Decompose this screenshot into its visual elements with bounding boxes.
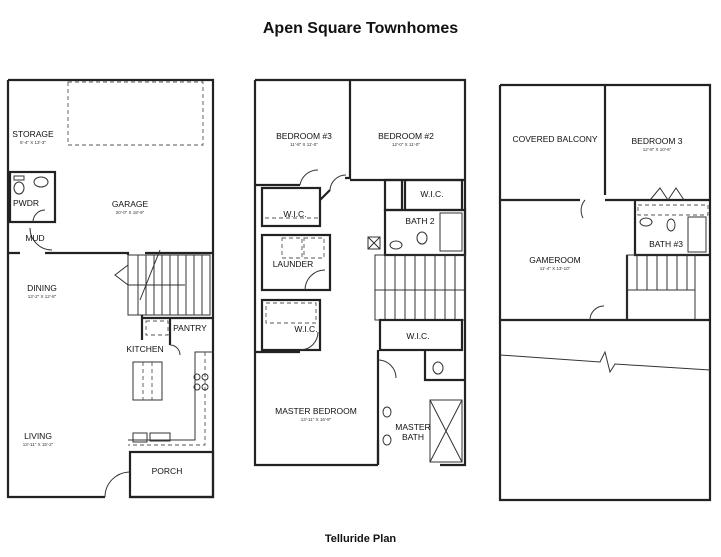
door-swing — [169, 344, 181, 356]
room-label-kitchen: KITCHEN — [126, 344, 163, 354]
room-label-pwdr: PWDR — [13, 198, 39, 208]
room-dim-master-bedroom: 13'-11" X 16'-8" — [301, 417, 332, 422]
room-dim-bedroom-2: 12'-0" X 11'-0" — [392, 142, 420, 147]
bathtub-icon — [687, 216, 707, 253]
room-dim-bedroom-3: 11'-8" X 11'-0" — [290, 142, 318, 147]
room-dim-garage: 20'-0" X 18'-9" — [116, 210, 145, 215]
dishwasher-icon — [132, 432, 148, 443]
room-label-gameroom: GAMEROOM — [529, 255, 580, 265]
shower-icon — [429, 399, 463, 463]
staircase — [626, 254, 696, 321]
room-dim-storage: 5'-4" X 13'-3" — [20, 140, 46, 145]
cooktop-icon — [193, 373, 209, 391]
sink-icon — [382, 406, 392, 418]
kitchen-counter — [128, 351, 213, 441]
room-label-bedroom-3: BEDROOM 3 — [631, 136, 682, 146]
door-swing — [29, 227, 53, 251]
room-label-master-bath: MASTER — [395, 422, 430, 432]
toilet-icon — [666, 218, 676, 232]
pantry-walls — [140, 315, 213, 345]
room-label-wic: W.I.C. — [406, 331, 429, 341]
room-dim-bedroom-3: 12'-8" X 10'-6" — [643, 147, 672, 152]
room-label-bedroom-2: BEDROOM #2 — [378, 131, 434, 141]
garage-door — [67, 81, 204, 146]
bifold-door — [649, 187, 685, 201]
room-label-storage: STORAGE — [12, 129, 54, 139]
wic-left — [260, 186, 322, 228]
room-label-wic: W.I.C. — [420, 189, 443, 199]
room-label-garage: GARAGE — [112, 199, 149, 209]
master-bath-walls — [376, 350, 465, 465]
master-wic — [260, 298, 322, 352]
bathtub-icon — [439, 212, 463, 252]
sink-icon — [639, 217, 653, 227]
room-label-wic: W.I.C. — [294, 324, 317, 334]
door-swing — [299, 169, 347, 191]
first-floor-plan — [6, 78, 215, 499]
room-label-bath-2: BATH 2 — [405, 216, 434, 226]
room-label-bedroom-3: BEDROOM #3 — [276, 131, 332, 141]
room-label-master-bedroom: MASTER BEDROOM — [275, 406, 357, 416]
dryer — [303, 237, 325, 259]
sink-icon — [382, 434, 392, 446]
staircase — [374, 254, 466, 321]
staircase — [114, 249, 211, 316]
toilet-tank-icon — [13, 175, 25, 181]
door-swing — [377, 359, 397, 379]
room-label-living: LIVING — [24, 431, 52, 441]
wic-2 — [378, 318, 464, 352]
door-swing — [32, 209, 46, 223]
laundry-room — [260, 233, 332, 292]
room-label-pantry: PANTRY — [173, 323, 207, 333]
second-floor-plan — [253, 78, 467, 467]
sink-icon — [33, 176, 49, 188]
wall — [255, 183, 331, 201]
door-swing — [589, 305, 605, 321]
porch — [128, 450, 215, 499]
page-title: Apen Square Townhomes — [262, 20, 459, 37]
door-swing — [299, 331, 319, 351]
room-label-bath-3: BATH #3 — [649, 239, 683, 249]
sink-icon — [389, 240, 403, 250]
toilet-icon — [13, 181, 25, 195]
room-label-master-bath-2: BATH — [402, 432, 424, 442]
front-door-swing — [104, 471, 131, 498]
bath-walls — [625, 200, 710, 320]
third-floor-plan — [498, 83, 712, 502]
washer — [281, 237, 303, 259]
kitchen-island — [132, 361, 163, 401]
room-label-dining: DINING — [27, 283, 57, 293]
room-label-mud: MUD — [25, 233, 44, 243]
room-dim-gameroom: 11'-4" X 13'-10" — [540, 266, 571, 271]
garage-wall — [8, 251, 213, 255]
hvac-icon — [367, 236, 381, 250]
toilet-icon — [416, 231, 428, 245]
room-label-covered-balcony: COVERED BALCONY — [512, 134, 597, 144]
break-line — [499, 350, 711, 374]
shelf — [145, 320, 169, 336]
room-dim-dining: 13'-2" X 12'-8" — [28, 294, 57, 299]
linen — [383, 178, 404, 212]
closet-shelf — [637, 204, 709, 216]
door-swing — [304, 269, 326, 291]
room-label-launder: LAUNDER — [273, 259, 314, 269]
room-labels: STORAGE 5'-4" X 13'-3" GARAGE 20'-0" X 1… — [12, 129, 683, 476]
exterior-walls — [498, 83, 712, 502]
room-dim-living: 13'-11" X 15'-2" — [23, 442, 54, 447]
room-label-wic: W.I.C. — [283, 209, 306, 219]
plan-name: Telluride Plan — [324, 533, 397, 545]
toilet-icon — [432, 361, 444, 375]
bedroom-walls — [345, 80, 465, 182]
room-label-porch: PORCH — [152, 466, 183, 476]
door-swing — [580, 199, 586, 219]
kitchen-sink-icon — [149, 432, 171, 442]
